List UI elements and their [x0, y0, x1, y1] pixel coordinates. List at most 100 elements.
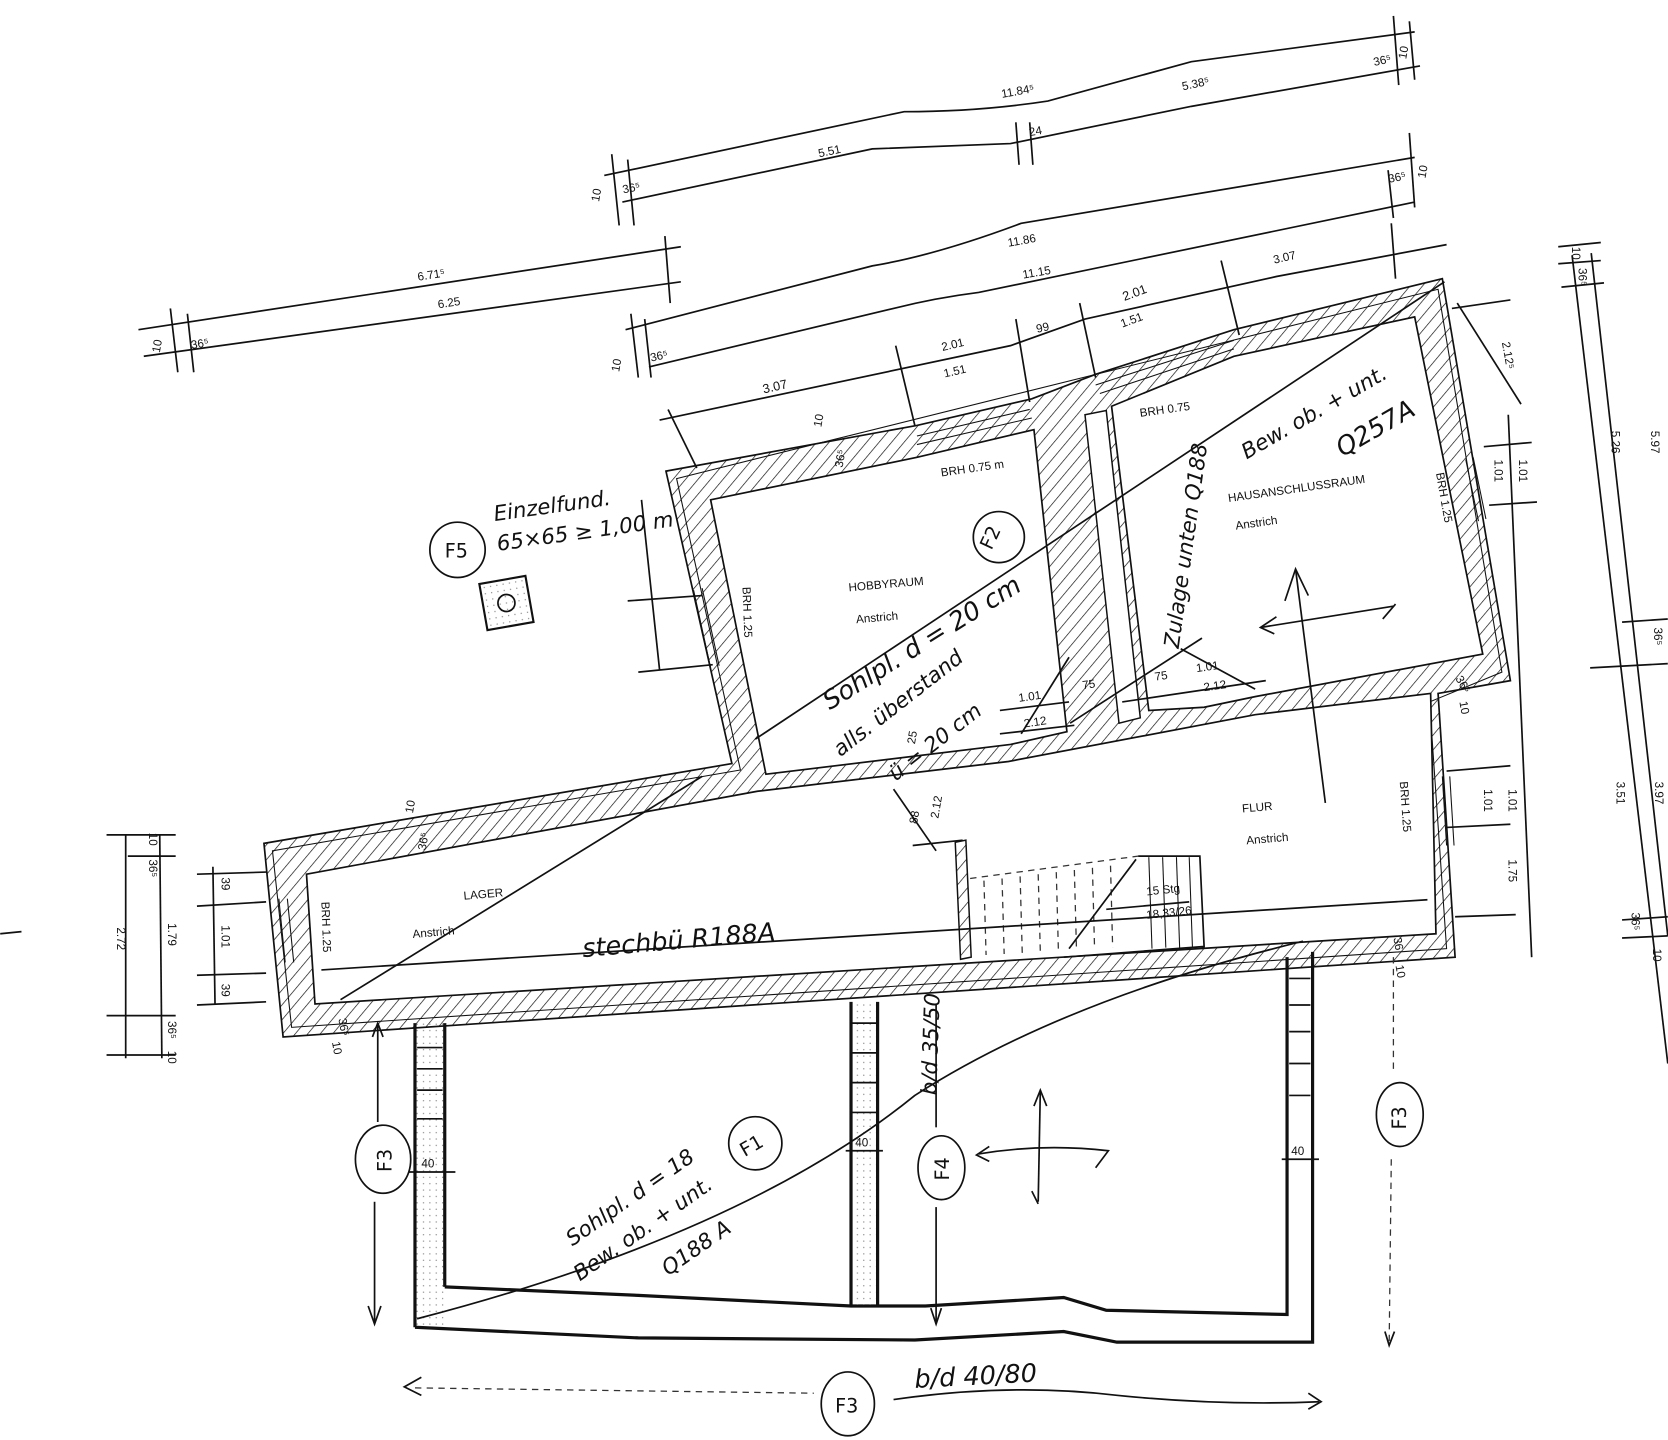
dim-ro-101c: 1.01 — [1481, 789, 1494, 812]
dim-rc-i: 10 — [1650, 949, 1663, 963]
dim-top-a: 5.51 — [817, 143, 842, 160]
dim-rc-g: 3.97 — [1652, 782, 1665, 805]
svg-text:F3: F3 — [1388, 1106, 1411, 1129]
svg-text:F1: F1 — [736, 1130, 768, 1162]
room-hausanschlussraum — [1110, 315, 1484, 712]
tag-f4: F4 — [917, 1134, 966, 1201]
tag-f1: F1 — [727, 1115, 783, 1171]
dim-mid-total: 11.86 — [1007, 232, 1037, 250]
dim-40-left: 40 — [421, 1158, 435, 1171]
dim-mid-l10: 10 — [609, 357, 624, 373]
label-hobby-sill-left: BRH 1.25 — [740, 587, 755, 639]
dim-r3-f: 1.51 — [1119, 310, 1145, 330]
dim-r3-c: 1.51 — [942, 363, 967, 381]
dim-lager-365: 36⁵ — [416, 831, 432, 851]
dim-lc-i: 10 — [165, 1051, 178, 1065]
svg-text:F4: F4 — [931, 1157, 954, 1180]
note-f4: b/d 35/50 — [917, 993, 946, 1096]
single-foundation — [478, 574, 535, 632]
dim-ro-101a: 1.01 — [1491, 459, 1504, 482]
dim-inner-75a: 75 — [1081, 677, 1096, 692]
dim-inner-212c: 2.12 — [928, 795, 945, 820]
label-lager: LAGER — [463, 886, 504, 902]
stair-count: 15 Stg — [1146, 882, 1181, 898]
dim-hobby-10: 10 — [811, 413, 826, 429]
dim-ul-a: 6.71⁵ — [417, 267, 446, 284]
note-f3: b/d 40/80 — [914, 1359, 1038, 1395]
dim-inner-212a: 2.12 — [1023, 714, 1047, 730]
dim-lc-b: 36⁵ — [146, 859, 159, 877]
dim-top-b: 24 — [1028, 124, 1044, 139]
dim-ro-101d: 1.01 — [1505, 789, 1518, 812]
label-lager-finish: Anstrich — [412, 924, 455, 941]
room-hobbyraum — [709, 428, 1068, 776]
label-har-finish: Anstrich — [1235, 514, 1279, 533]
dim-inner-88: 88 — [907, 810, 922, 825]
dim-rc-h: 36⁵ — [1629, 912, 1642, 930]
dim-40-mid: 40 — [855, 1136, 869, 1149]
label-flur-sill-right: BRH 1.25 — [1397, 781, 1414, 833]
dim-ul-l10: 10 — [150, 338, 165, 354]
dim-40-right: 40 — [1291, 1145, 1305, 1158]
dim-lc-c: 39 — [218, 877, 231, 890]
dim-r3-d: 99 — [1035, 320, 1051, 336]
dim-rc-b: 36⁵ — [1575, 268, 1588, 286]
dim-lc-e: 39 — [218, 984, 231, 997]
dim-ul-l365: 36⁵ — [190, 336, 210, 352]
dim-bl-10: 10 — [329, 1041, 344, 1057]
svg-text:F3: F3 — [835, 1394, 858, 1417]
dim-mid-r10: 10 — [1415, 164, 1430, 180]
tag-f3-bottom: F3 — [820, 1371, 876, 1437]
dim-r3-b: 2.01 — [940, 336, 965, 354]
dim-mid-l365: 36⁵ — [649, 348, 669, 364]
direction-arrows — [367, 566, 1397, 1410]
dim-inner-25: 25 — [905, 729, 920, 745]
label-lager-sill-left: BRH 1.25 — [318, 902, 333, 954]
room-lager-flur — [305, 692, 1437, 1005]
dim-fr-10: 10 — [1393, 964, 1408, 980]
dim-rc-a: 10 — [1569, 247, 1582, 261]
dim-ul-b: 6.25 — [437, 295, 462, 311]
dim-r3-a: 3.07 — [761, 376, 789, 396]
dimension-lines: 11.84⁵ 5.51 24 5.38⁵ 10 36⁵ 36⁵ 10 11.86… — [0, 15, 1668, 1065]
dim-r3-e: 2.01 — [1120, 281, 1148, 304]
dim-ro-175: 1.75 — [1505, 859, 1518, 882]
dim-rc-e: 36⁵ — [1651, 627, 1664, 645]
tag-f5: F5 — [429, 521, 487, 579]
dim-lc-g: 2.72 — [114, 927, 127, 950]
svg-text:F3: F3 — [374, 1149, 397, 1172]
dim-top-r365: 36⁵ — [1372, 52, 1392, 68]
dim-inner-101a: 1.01 — [1018, 689, 1042, 705]
dim-top-l365: 36⁵ — [621, 180, 641, 196]
dim-lc-f: 1.79 — [165, 923, 178, 946]
tag-f3-right: F3 — [1375, 1081, 1425, 1148]
dim-lc-d: 1.01 — [218, 925, 231, 948]
dim-mid-inner: 11.15 — [1022, 264, 1053, 282]
building-walls: 15 Stg 18,33/26 — [263, 277, 1512, 1038]
dim-lc-h: 36⁵ — [165, 1021, 178, 1039]
windows — [278, 339, 1487, 963]
dim-r3-g: 3.07 — [1272, 249, 1297, 267]
dim-top-total: 11.84⁵ — [1000, 82, 1035, 101]
outer-wall-line — [271, 288, 1503, 1028]
label-flur-finish: Anstrich — [1246, 831, 1289, 848]
label-flur: FLUR — [1242, 800, 1274, 816]
foundation-strips: 40 40 40 — [408, 574, 1319, 1344]
dim-lc-a: 10 — [146, 833, 159, 847]
dim-rc-c: 5.26 — [1608, 431, 1621, 454]
dim-mid-r365: 36⁵ — [1387, 169, 1407, 185]
room-shaft — [1084, 409, 1142, 725]
dim-rc-d: 5.97 — [1648, 431, 1661, 454]
svg-text:F5: F5 — [445, 539, 468, 562]
dim-ro-212: 2.12⁵ — [1499, 341, 1517, 371]
dim-rc-f: 3.51 — [1614, 782, 1627, 805]
tag-f3-left: F3 — [354, 1124, 412, 1195]
dim-top-l10: 10 — [589, 187, 604, 203]
dim-flur-10: 10 — [1456, 700, 1471, 716]
dim-inner-75b: 75 — [1154, 669, 1169, 684]
dim-inner-101b: 1.01 — [1195, 659, 1219, 675]
dim-top-r10: 10 — [1396, 45, 1411, 61]
dim-ro-101b: 1.01 — [1516, 459, 1529, 482]
dim-lager-10: 10 — [403, 799, 418, 815]
dim-inner-212b: 2.12 — [1203, 678, 1227, 694]
